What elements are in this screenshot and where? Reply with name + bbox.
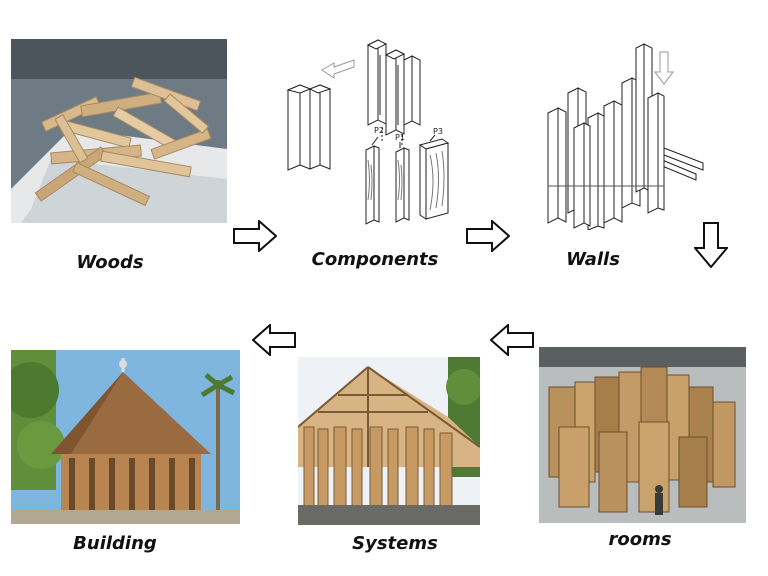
step-label-rooms: rooms <box>608 529 672 550</box>
arrow-left-icon <box>490 324 534 356</box>
systems-photo <box>298 357 480 525</box>
step-label-building: Building <box>73 533 157 554</box>
woods-photo <box>11 39 227 223</box>
step-label-woods: Woods <box>76 252 144 273</box>
component-tag-p2: P2 <box>374 126 384 135</box>
walls-drawing <box>538 38 710 230</box>
arrow-down-icon <box>694 222 728 268</box>
building-photo <box>11 350 240 524</box>
arrow-left-icon <box>252 324 296 356</box>
component-tag-p1: P1 <box>395 133 405 142</box>
rooms-photo <box>539 347 746 523</box>
component-tag-p3: P3 <box>433 127 443 136</box>
components-drawing: P2 P1 P3 <box>282 35 457 225</box>
step-label-walls: Walls <box>566 249 620 270</box>
arrow-right-icon <box>233 220 277 252</box>
step-label-systems: Systems <box>352 533 438 554</box>
arrow-right-icon <box>466 220 510 252</box>
step-label-components: Components <box>311 249 439 270</box>
